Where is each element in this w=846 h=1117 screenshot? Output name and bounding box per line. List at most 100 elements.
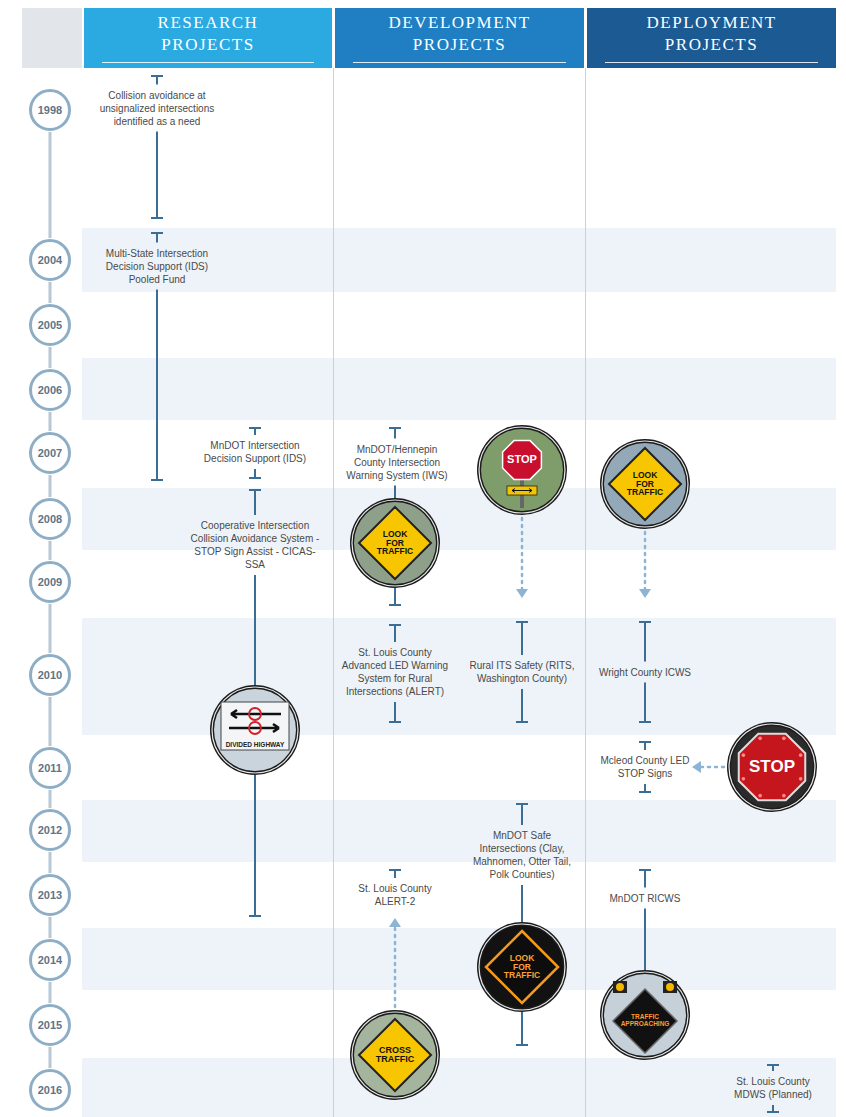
header-title: RESEARCH PROJECTS — [158, 12, 259, 56]
bracket-line — [772, 1105, 774, 1112]
bracket-line — [156, 132, 158, 219]
header-title: DEVELOPMENT PROJECTS — [389, 12, 531, 56]
dotted-arrow-line — [521, 518, 524, 589]
column-separator — [585, 68, 586, 1117]
timeline-connector — [49, 282, 52, 303]
cross-traffic-plate — [507, 486, 537, 495]
row-band — [82, 1058, 836, 1117]
led-dot — [782, 794, 786, 798]
sign-photo — [600, 970, 690, 1060]
photo-frame — [210, 685, 300, 775]
bracket-line — [521, 804, 523, 825]
timeline-connector — [49, 697, 52, 746]
warning-diamond — [609, 448, 681, 520]
photo-frame — [350, 498, 440, 588]
header-rule — [102, 62, 314, 63]
photo-ring — [212, 687, 298, 773]
bracket-line — [521, 689, 523, 722]
bracket-cap — [767, 1111, 779, 1113]
photo-ground — [214, 689, 296, 771]
year-label: 2004 — [28, 238, 72, 282]
year-circle: 2006 — [28, 368, 72, 412]
dotted-arrow-head — [516, 589, 528, 598]
bracket-cap — [516, 721, 528, 723]
photo-frame — [600, 970, 690, 1060]
bracket-line — [644, 870, 646, 888]
year-label: 2013 — [28, 873, 72, 917]
timeline-connector — [49, 982, 52, 1003]
year-circle: 2009 — [28, 560, 72, 604]
year-label: 2011 — [28, 746, 72, 790]
timeline-connector — [49, 604, 52, 653]
dotted-arrow-head — [389, 918, 401, 927]
bracket-cap — [639, 869, 651, 871]
photo-ground — [354, 502, 436, 584]
photo-frame — [350, 1010, 440, 1100]
row-band — [82, 618, 836, 735]
sign-photo — [727, 722, 817, 812]
photo-ground — [604, 974, 686, 1056]
bracket-cap — [516, 1044, 528, 1046]
year-label: 2016 — [28, 1068, 72, 1112]
photo-ring — [479, 427, 565, 513]
header-rule — [353, 62, 566, 63]
bracket-cap — [151, 217, 163, 219]
project-label: St. Louis County Advanced LED Warning Sy… — [336, 646, 454, 698]
bracket-line — [394, 428, 396, 439]
timeline-connector — [49, 475, 52, 497]
warning-diamond — [359, 1019, 431, 1091]
timeline-connector — [49, 347, 52, 368]
row-band — [82, 228, 836, 292]
no-entry-ring — [249, 708, 261, 720]
photo-ground — [481, 429, 563, 511]
header-rule — [605, 62, 818, 63]
bracket-cap — [389, 869, 401, 871]
project-label: MnDOT Safe Intersections (Clay, Mahnomen… — [464, 829, 580, 881]
led-dot — [782, 737, 786, 741]
project-label: Collision avoidance at unsignalized inte… — [87, 89, 227, 128]
sign-text: DIVIDED HIGHWAY — [226, 742, 285, 749]
bracket-cap — [249, 915, 261, 917]
photo-ground — [481, 926, 563, 1008]
project-label: Mcleod County LED STOP Signs — [595, 754, 695, 780]
project-label: MnDOT Intersection Decision Support (IDS… — [193, 439, 318, 465]
bracket-line — [394, 870, 396, 878]
sign-text: STOP — [749, 758, 795, 776]
bracket-cap — [639, 621, 651, 623]
row-band — [82, 358, 836, 420]
bracket-line — [644, 742, 646, 750]
project-label: St. Louis County MDWS (Planned) — [723, 1075, 823, 1101]
year-circle: 2004 — [28, 238, 72, 282]
warning-diamond — [359, 507, 431, 579]
year-label: 2014 — [28, 938, 72, 982]
bracket-line — [156, 290, 158, 481]
lane-arrow — [229, 724, 279, 732]
dotted-arrow-head — [692, 761, 701, 773]
year-circle: 2016 — [28, 1068, 72, 1112]
timeline-connector — [49, 541, 52, 560]
bracket-line — [254, 490, 256, 515]
photo-ring — [602, 441, 688, 527]
sign-text: TRAFFIC APPROACHING — [621, 1014, 670, 1028]
column-separator — [333, 68, 334, 1117]
photo-ground — [354, 1014, 436, 1096]
year-label: 2005 — [28, 303, 72, 347]
led-dot — [758, 794, 762, 798]
header-title: DEPLOYMENT PROJECTS — [647, 12, 777, 56]
photo-ring — [602, 972, 688, 1058]
dotted-arrow-line — [394, 927, 397, 1007]
led-diamond — [613, 989, 677, 1053]
photo-ring — [352, 500, 438, 586]
bracket-cap — [389, 624, 401, 626]
timeline-connector — [49, 917, 52, 938]
timeline-connector — [49, 1047, 52, 1068]
photo-ground — [604, 443, 686, 525]
sign-photo — [210, 685, 300, 775]
sign-text: LOOK FOR TRAFFIC — [377, 530, 413, 557]
column-header: DEVELOPMENT PROJECTS — [335, 8, 584, 68]
bracket-cap — [389, 604, 401, 606]
dotted-arrow-head — [639, 589, 651, 598]
led-dot — [742, 777, 746, 781]
